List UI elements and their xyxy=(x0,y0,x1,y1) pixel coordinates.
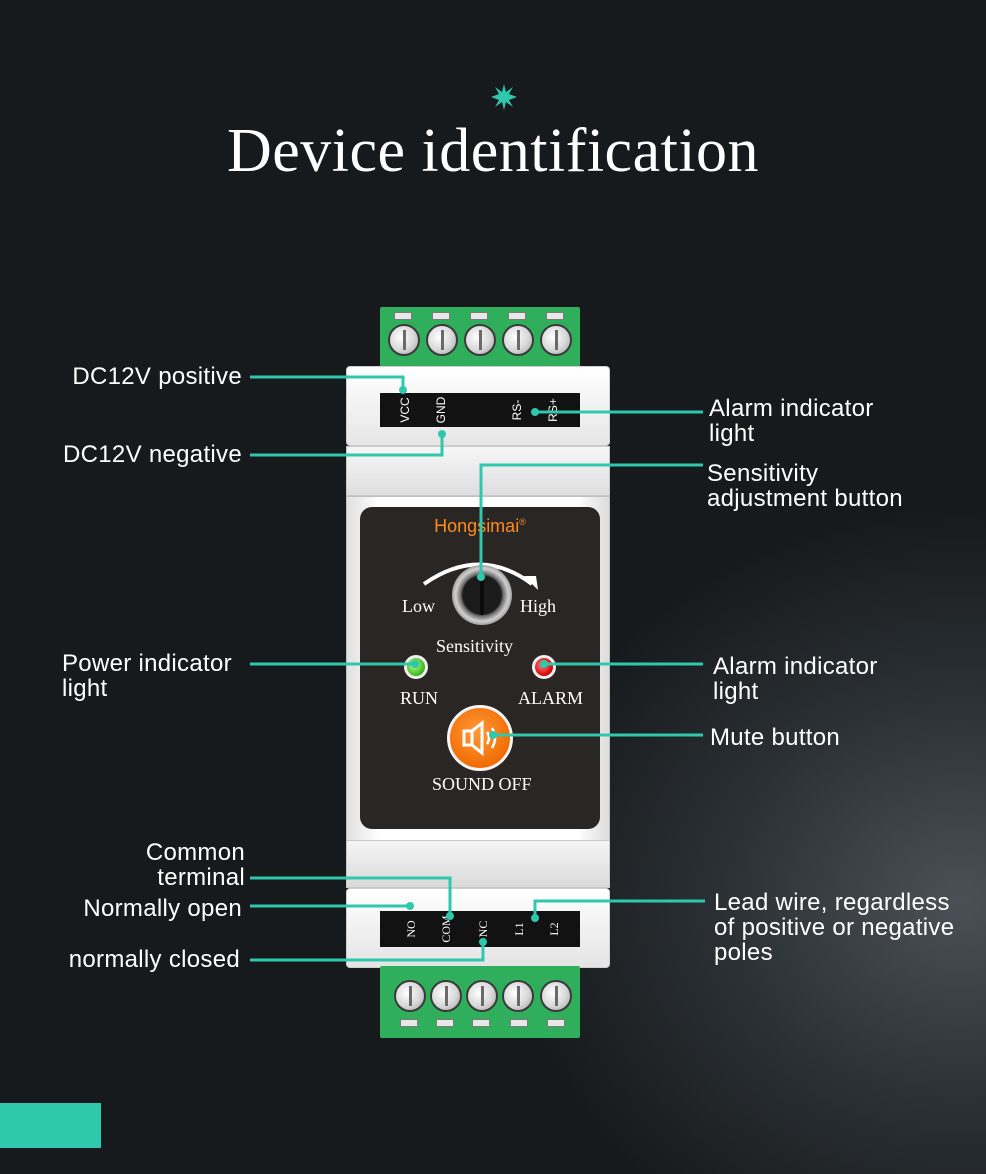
star-burst-icon xyxy=(491,84,517,110)
callout-common-terminal: Common terminal xyxy=(145,839,245,891)
terminal-screw xyxy=(394,980,426,1012)
callout-dc12v-positive: DC12V positive xyxy=(72,363,242,390)
terminal-screw xyxy=(430,980,462,1012)
terminal-screw xyxy=(464,324,496,356)
callout-alarm-light-top: Alarm indicator light xyxy=(709,395,874,447)
terminal-screw xyxy=(540,980,572,1012)
leader-dot xyxy=(399,386,407,394)
terminal-pin xyxy=(472,1019,490,1027)
callout-power-light: Power indicator light xyxy=(62,650,232,702)
alarm-label: ALARM xyxy=(518,688,584,708)
alarm-led xyxy=(532,655,556,679)
leader-common-terminal xyxy=(250,876,452,914)
terminal-pin xyxy=(510,1019,528,1027)
run-label: RUN xyxy=(400,688,439,708)
callout-normally-closed: normally closed xyxy=(68,946,240,973)
callout-alarm-light: Alarm indicator light xyxy=(713,653,878,705)
callout-sensitivity-button: Sensitivity adjustment button xyxy=(707,460,903,512)
knob-low-label: Low xyxy=(402,596,435,616)
leader-dot xyxy=(489,731,497,739)
speaker-icon xyxy=(462,719,497,757)
page-title: Device identification xyxy=(226,117,760,185)
leader-normally-closed xyxy=(250,944,485,962)
leader-sensitivity xyxy=(479,463,703,575)
leader-dot xyxy=(438,430,446,438)
terminal-pin xyxy=(436,1019,454,1027)
knob-sensitivity-label: Sensitivity xyxy=(436,636,514,656)
leader-dot xyxy=(446,912,454,920)
callout-lead-wire: Lead wire, regardless of positive or neg… xyxy=(714,889,955,966)
leader-dot xyxy=(477,573,485,581)
callout-mute-button: Mute button xyxy=(710,724,841,751)
brand-logo: Hongsimai® xyxy=(434,516,526,536)
terminal-screw xyxy=(388,324,420,356)
knob-high-label: High xyxy=(520,596,556,616)
callout-normally-open: Normally open xyxy=(83,895,242,922)
leader-dot xyxy=(479,938,487,946)
leader-dot xyxy=(531,408,539,416)
accent-bar xyxy=(0,1103,101,1148)
terminal-pin xyxy=(546,312,564,320)
leader-dot xyxy=(411,660,419,668)
terminal-pin xyxy=(547,1019,565,1027)
leader-dot xyxy=(531,914,539,922)
terminal-screw xyxy=(426,324,458,356)
leader-dot xyxy=(406,902,414,910)
mute-button[interactable] xyxy=(447,705,513,771)
leader-lead-wire xyxy=(533,899,705,916)
terminal-pin xyxy=(394,312,412,320)
callout-dc12v-negative: DC12V negative xyxy=(63,441,242,468)
terminal-pin xyxy=(400,1019,418,1027)
leader-dc12v-positive xyxy=(250,375,405,388)
terminal-screw xyxy=(502,980,534,1012)
terminal-screw xyxy=(502,324,534,356)
terminal-pin xyxy=(508,312,526,320)
sound-off-label: SOUND OFF xyxy=(432,774,532,794)
leader-dot xyxy=(540,660,548,668)
terminal-screw xyxy=(466,980,498,1012)
terminal-pin xyxy=(432,312,450,320)
leader-dc12v-negative xyxy=(250,436,444,457)
top-terminal-label-strip xyxy=(380,393,580,427)
terminal-screw xyxy=(540,324,572,356)
housing-shoulder-bottom xyxy=(346,840,610,888)
terminal-pin xyxy=(470,312,488,320)
